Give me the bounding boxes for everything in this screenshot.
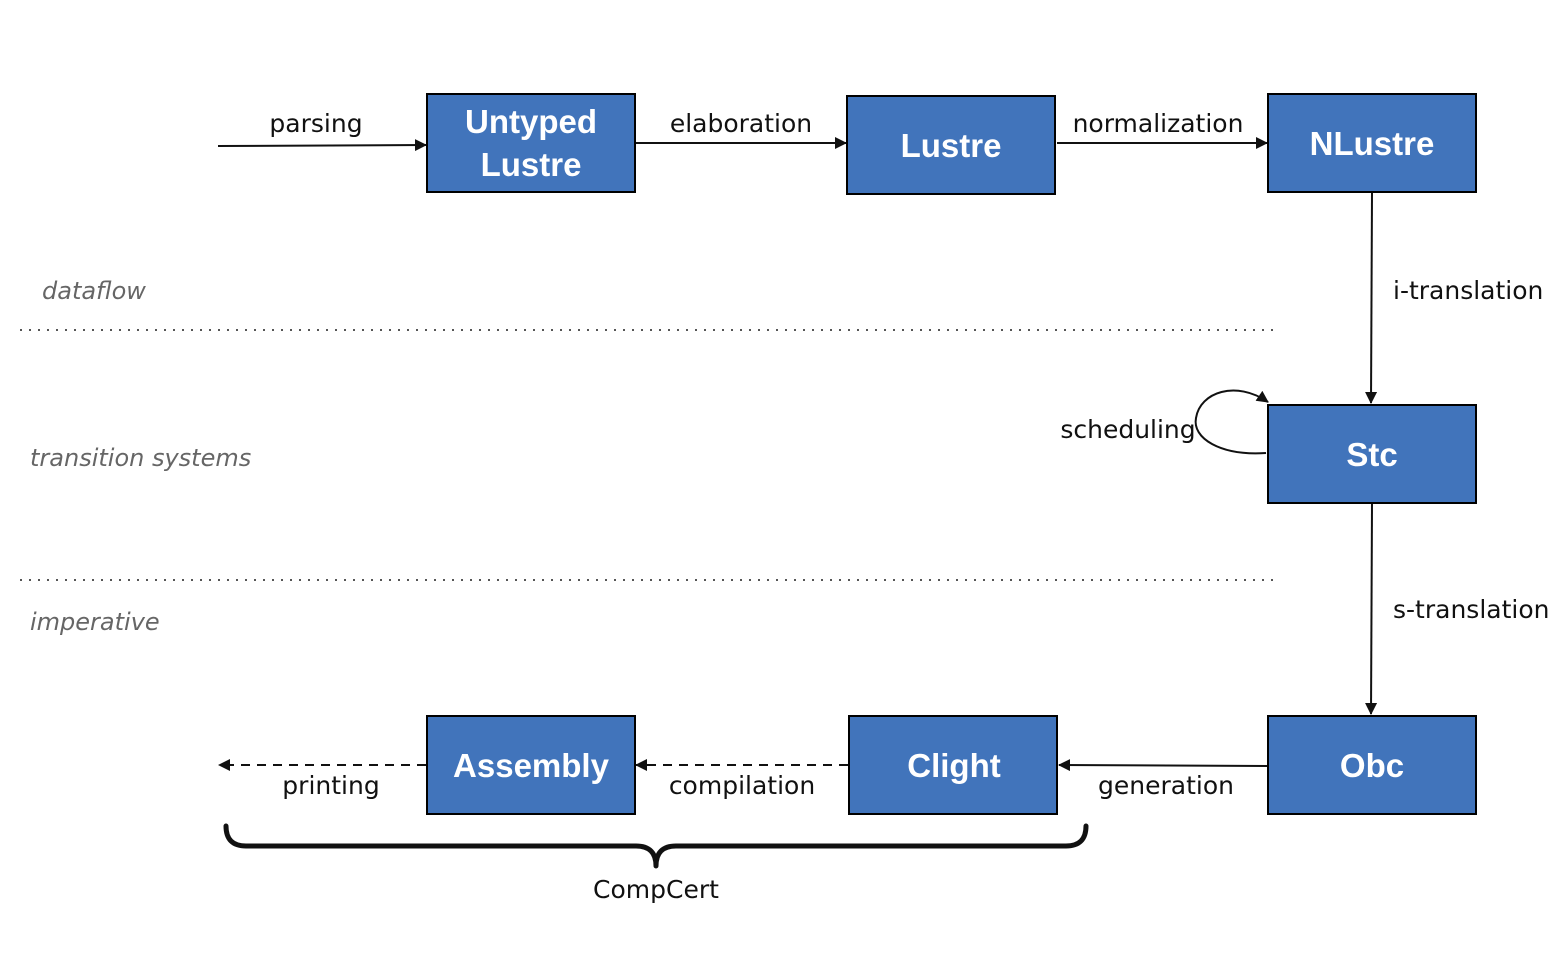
edge-label-printing: printing [282, 771, 379, 800]
edge-label-parsing: parsing [269, 109, 362, 138]
node-clight: Clight [848, 715, 1058, 815]
edge-s-translation [1365, 503, 1378, 715]
node-assembly: Assembly [426, 715, 636, 815]
edge-label-generation: generation [1098, 771, 1234, 800]
layer-label-imperative: imperative [30, 608, 160, 636]
svg-text:Clight: Clight [907, 747, 1000, 784]
node-obc: Obc [1267, 715, 1477, 815]
edge-label-normalization: normalization [1073, 109, 1244, 138]
svg-text:NLustre: NLustre [1310, 125, 1435, 162]
edge-label-i-translation: i-translation [1393, 276, 1543, 305]
svg-text:Lustre: Lustre [481, 146, 582, 183]
layer-label-transition-systems: transition systems [30, 444, 251, 472]
edge-generation [1058, 759, 1268, 772]
svg-text:Untyped: Untyped [465, 103, 597, 140]
svg-text:Lustre: Lustre [901, 127, 1002, 164]
group-label-compcert: CompCert [593, 875, 719, 904]
edge-scheduling-loop [1194, 389, 1269, 455]
edge-label-scheduling: scheduling [1060, 415, 1195, 444]
edge-label-s-translation: s-translation [1393, 595, 1549, 624]
layer-label-dataflow: dataflow [42, 277, 146, 305]
node-untyped-lustre: Untyped Lustre [426, 93, 636, 193]
node-nlustre: NLustre [1267, 93, 1477, 193]
svg-text:Stc: Stc [1346, 436, 1397, 473]
node-stc: Stc [1267, 404, 1477, 504]
edge-label-elaboration: elaboration [670, 109, 812, 138]
svg-text:Assembly: Assembly [453, 747, 610, 784]
edge-label-compilation: compilation [669, 771, 815, 800]
edge-parsing [217, 139, 427, 152]
edge-i-translation [1365, 192, 1378, 404]
node-lustre: Lustre [846, 95, 1056, 195]
svg-text:Obc: Obc [1340, 747, 1404, 784]
compcert-brace [223, 823, 1089, 869]
